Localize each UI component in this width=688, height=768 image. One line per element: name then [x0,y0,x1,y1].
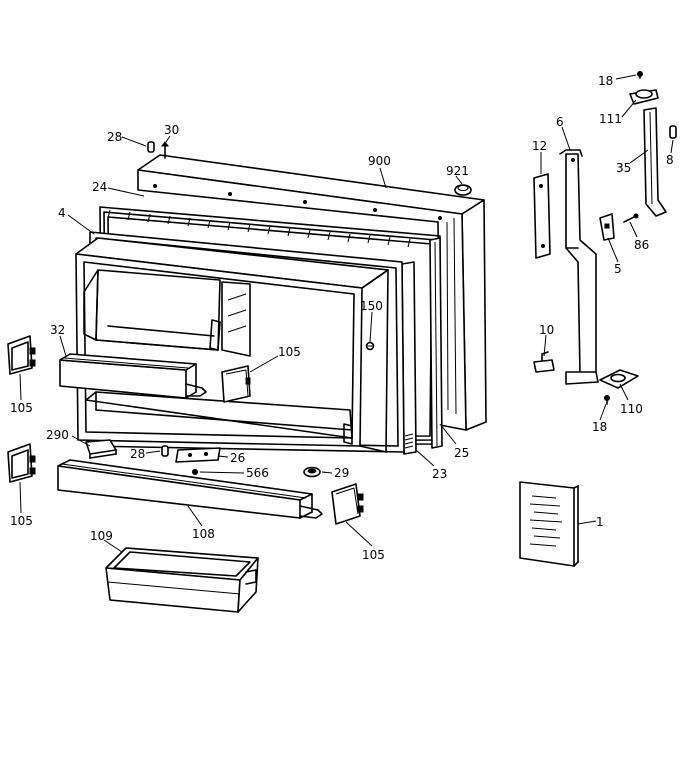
callout-35: 35 [616,161,631,175]
part-109-bin [105,547,259,613]
part-26-clip [175,447,221,463]
part-28-plug-top [147,141,155,153]
callout-labels: 18 111 8 35 6 12 86 5 10 110 18 1 28 30 … [10,74,674,562]
part-35-handle [643,107,667,217]
callout-5: 5 [614,262,622,276]
callout-86: 86 [634,238,649,252]
callout-290: 290 [46,428,69,442]
callout-921: 921 [446,164,469,178]
part-4-door-liner [75,231,405,453]
callout-12: 12 [532,139,547,153]
callout-30: 30 [164,123,179,137]
callout-111: 111 [599,112,622,126]
callout-8: 8 [666,153,674,167]
callout-105-left-bottom: 105 [10,514,33,528]
callout-900: 900 [368,154,391,168]
callout-110: 110 [620,402,643,416]
part-6-hinge-arm [559,149,599,385]
callout-32: 32 [50,323,65,337]
part-12-hinge-cover [533,173,551,259]
part-29-plug [303,466,321,478]
callout-25: 25 [454,446,469,460]
callout-1: 1 [596,515,604,529]
part-30-screw [161,141,169,159]
callout-105-inner: 105 [278,345,301,359]
callout-18-bottom: 18 [592,420,607,434]
part-108-shelf-bar [57,459,323,519]
callout-4: 4 [58,206,66,220]
callout-24: 24 [92,180,107,194]
part-32-shelf-bar [59,353,207,399]
callout-26: 26 [230,451,245,465]
callout-105-right: 105 [362,548,385,562]
callout-6: 6 [556,115,564,129]
callout-108: 108 [192,527,215,541]
callout-109: 109 [90,529,113,543]
part-110-hinge-bottom [599,369,639,389]
part-921-plug [454,184,472,196]
part-566-screw [192,469,198,475]
part-86-screw [623,213,639,223]
part-105-shelf-end-left-top [7,335,36,375]
callout-28-top: 28 [107,130,122,144]
part-25-gasket-strip [429,237,443,449]
part-5-bracket [599,213,615,241]
part-105-shelf-end-right [331,483,364,525]
leader-lines [19,74,674,553]
callout-150: 150 [360,299,383,313]
part-18-screw-top [637,71,643,79]
part-105-shelf-end-left-bottom [7,443,36,483]
part-18-screw-bottom [604,395,610,405]
callout-566: 566 [246,466,269,480]
part-8-pin [669,125,677,139]
callout-10: 10 [539,323,554,337]
part-10-bracket [533,351,555,373]
part-111-hinge-top [629,89,659,105]
part-1-booklet [519,481,579,567]
part-290-bracket [85,439,117,459]
callout-18-top: 18 [598,74,613,88]
callout-29: 29 [334,466,349,480]
part-150-screw [365,341,375,351]
callout-28-mid: 28 [130,447,145,461]
part-105-shelf-end-inner [221,365,251,403]
callout-105-left-top: 105 [10,401,33,415]
callout-23: 23 [432,467,447,481]
part-28-plug-mid [161,445,169,457]
